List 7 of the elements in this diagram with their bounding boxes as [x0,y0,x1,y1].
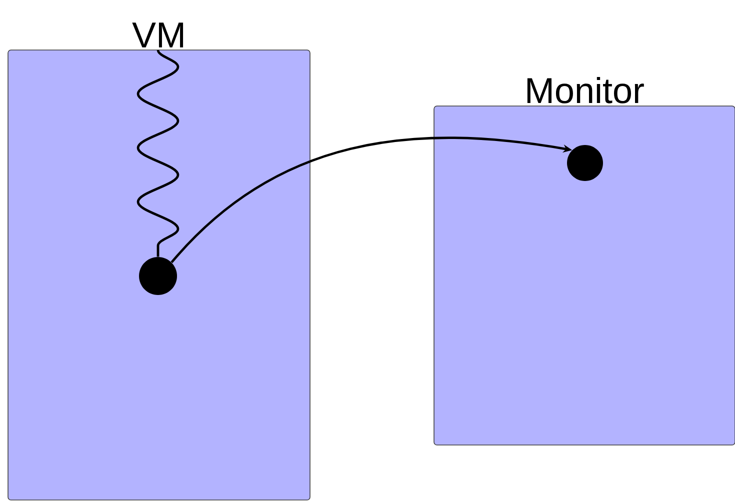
process-box: VM [8,22,310,500]
dot [567,145,603,181]
node-label: Monitor [527,76,644,104]
dot [139,256,177,295]
process-box: Monitor [434,76,735,446]
node-label: VM [132,22,184,48]
wavy-line [136,49,180,257]
